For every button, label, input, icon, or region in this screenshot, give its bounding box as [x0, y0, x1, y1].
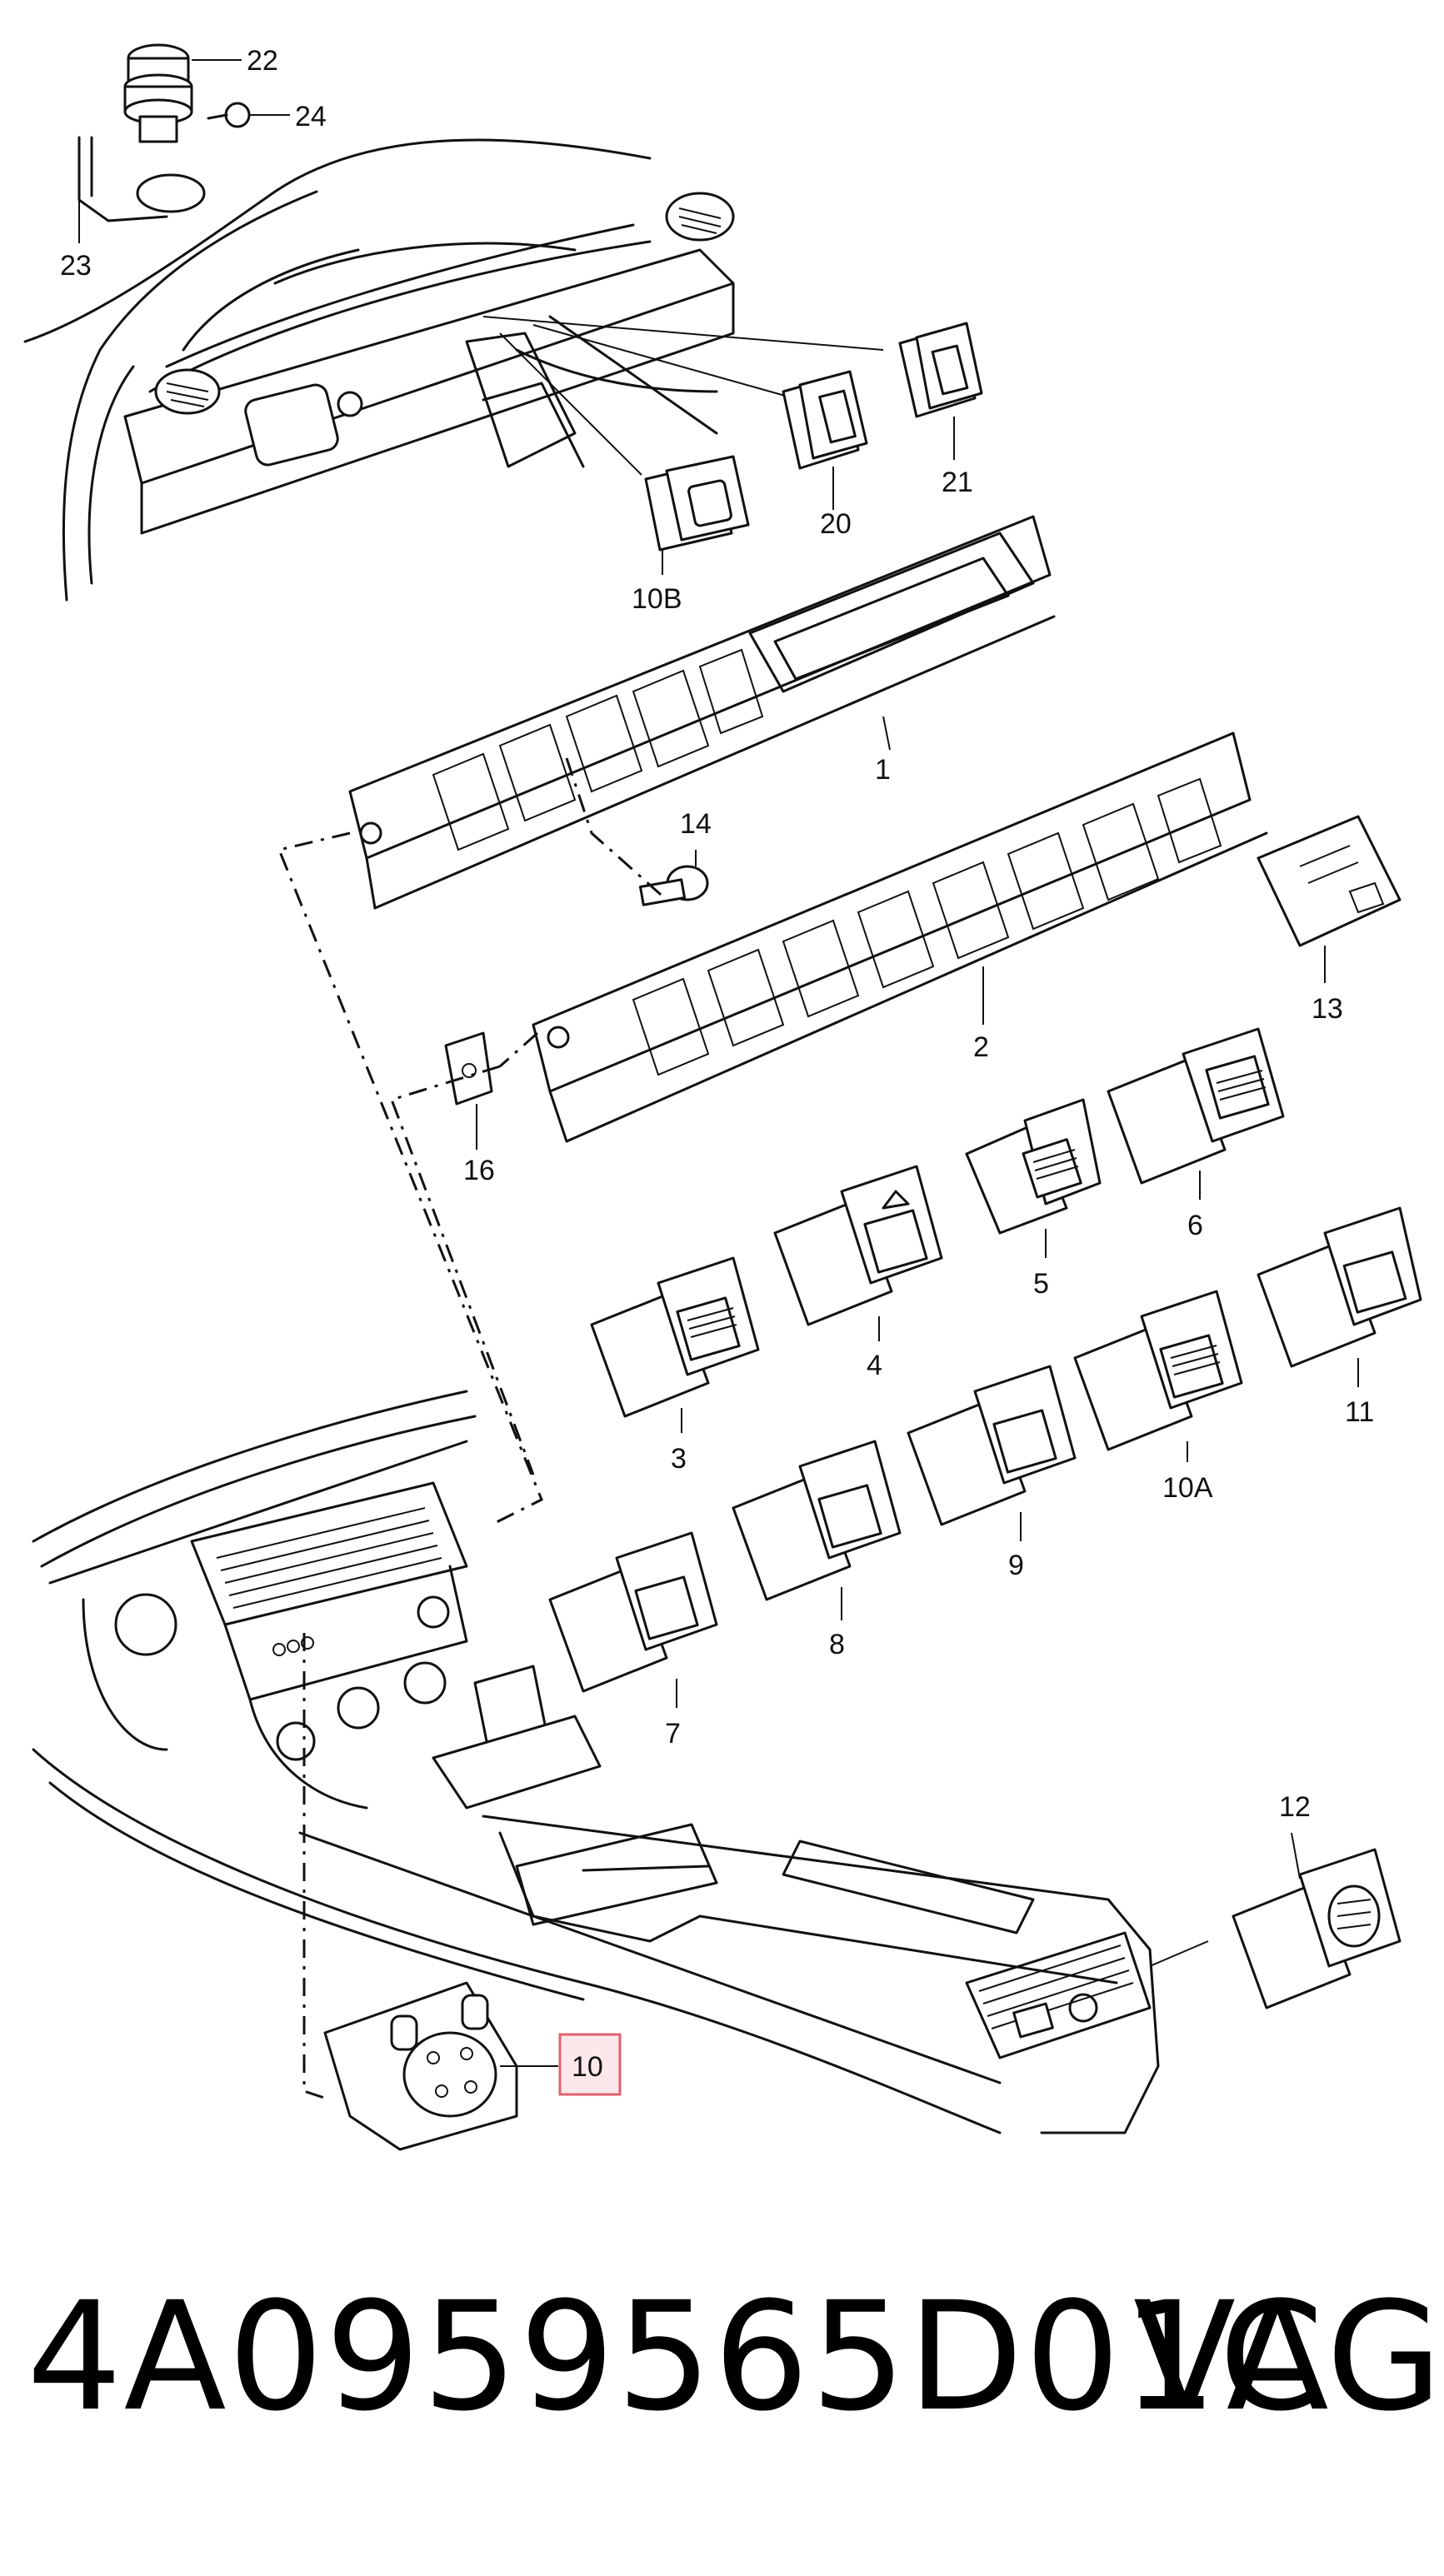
callout-10b: 10B	[632, 583, 682, 615]
part-5-switch	[965, 1098, 1102, 1258]
callout-8: 8	[829, 1629, 845, 1660]
callout-6: 6	[1187, 1210, 1203, 1241]
part-13-plate	[1257, 815, 1402, 983]
callout-12: 12	[1279, 1791, 1311, 1823]
callout-20: 20	[820, 508, 852, 540]
callout-10a: 10A	[1162, 1472, 1213, 1504]
callout-24: 24	[295, 101, 327, 132]
part-14-screw	[638, 850, 709, 906]
part-22-pushbutton	[123, 43, 242, 143]
callout-11: 11	[1345, 1396, 1374, 1428]
part-9-switch	[907, 1365, 1077, 1541]
part-20-rocker-switch	[782, 370, 868, 510]
assembly-guide-lines	[277, 757, 667, 2101]
center-console-illustration	[32, 1390, 1209, 2134]
part-10b-switch	[644, 455, 750, 575]
callout-3: 3	[671, 1443, 687, 1475]
callout-9: 9	[1008, 1550, 1024, 1581]
callout-21: 21	[942, 467, 973, 498]
callout-16: 16	[463, 1155, 495, 1186]
part-2-switch-frame	[532, 731, 1268, 1143]
part-1-switch-frame	[348, 515, 1056, 910]
brand-label: VAG	[1133, 2270, 1443, 2444]
callout-22: 22	[247, 45, 278, 77]
part-16-clip	[444, 1031, 493, 1150]
part-23-bracket	[77, 136, 206, 243]
callout-4: 4	[867, 1350, 882, 1381]
callout-1: 1	[875, 754, 891, 786]
part-10-light-switch	[323, 1981, 558, 2151]
part-21-rocker-switch	[898, 322, 983, 460]
callout-10-highlight-box	[558, 2033, 622, 2096]
callout-7: 7	[665, 1718, 681, 1750]
part-8-switch	[732, 1440, 902, 1620]
switch-modules	[548, 1027, 1422, 2009]
dashboard-illustration	[23, 138, 884, 602]
callout-5: 5	[1033, 1268, 1049, 1300]
part-24-screw	[207, 102, 290, 128]
part-10a-switch	[1073, 1290, 1243, 1462]
part-11-switch	[1257, 1206, 1422, 1387]
callout-23: 23	[60, 250, 92, 282]
callout-10: 10	[572, 2051, 603, 2083]
callout-2: 2	[973, 1031, 989, 1063]
exploded-parts-diagram: 22 24 23 21 20 10B	[23, 43, 1422, 2151]
part-3-switch	[590, 1256, 760, 1433]
part-7-switch	[548, 1531, 718, 1708]
part-number: 4A0959565D01C	[27, 2270, 1326, 2444]
part-4-switch	[773, 1165, 943, 1341]
callout-14: 14	[680, 808, 712, 840]
part-12-switch	[1232, 1832, 1402, 2009]
callout-13: 13	[1312, 993, 1343, 1025]
part-6-switch	[1107, 1027, 1285, 1200]
